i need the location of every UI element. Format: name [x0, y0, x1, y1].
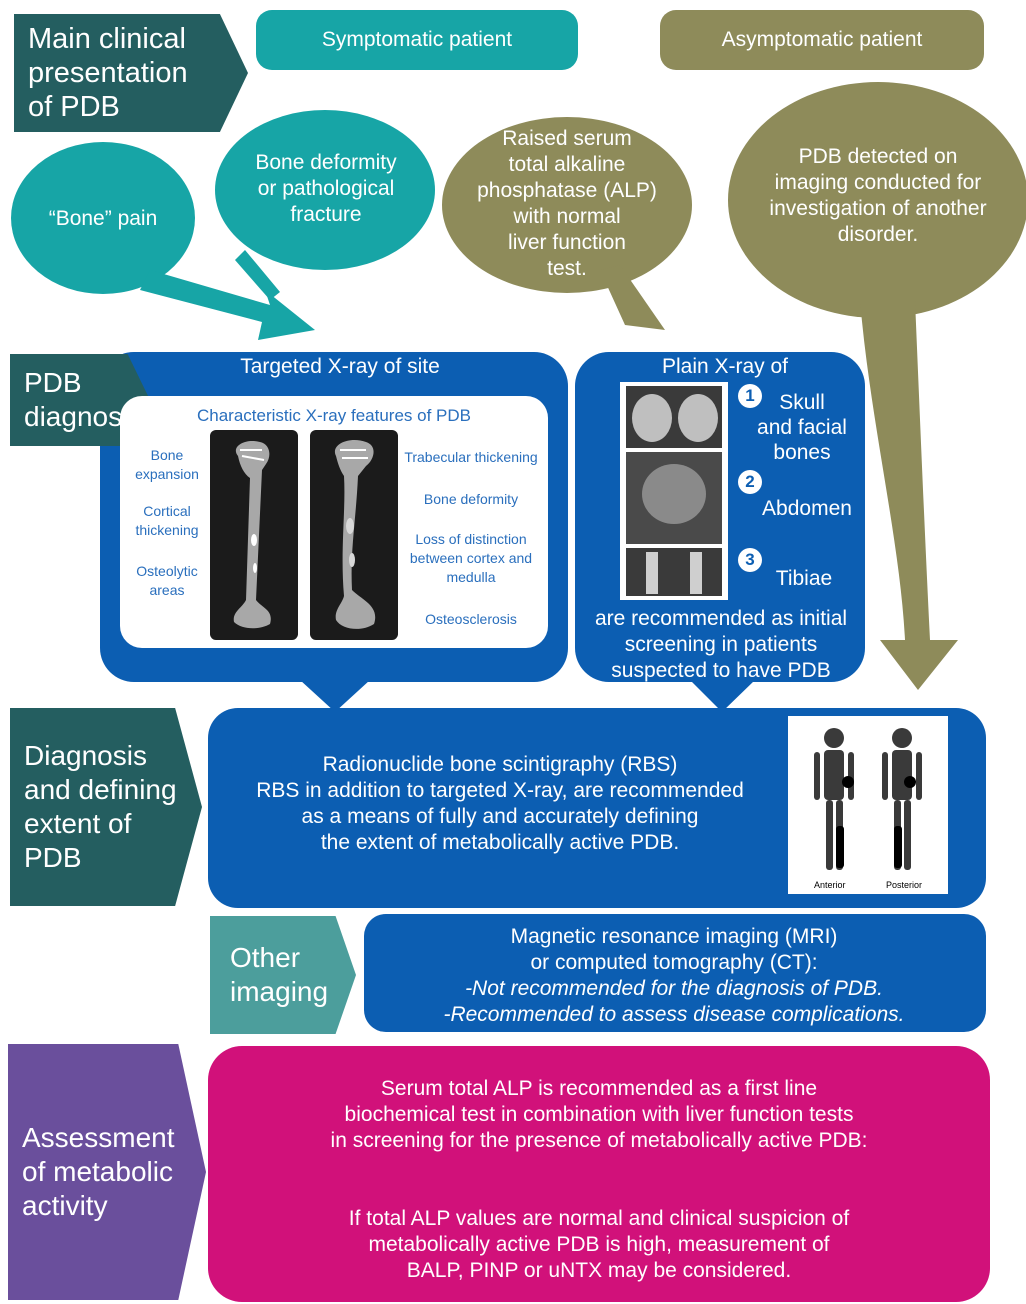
rbs-text: Radionuclide bone scintigraphy (RBS) RBS…: [256, 753, 744, 854]
label-bone-expansion: Bone expansion: [135, 447, 199, 482]
asymptomatic-pill: Asymptomatic patient: [660, 10, 984, 70]
presentation-label: Main clinical presentation of PDB: [14, 14, 248, 132]
bone-scan-figures: [814, 728, 922, 870]
site-number-3: 3: [738, 548, 762, 572]
mri-ct-text: Magnetic resonance imaging (MRI) or comp…: [510, 925, 838, 974]
plain-xray-title: Plain X-ray of: [661, 355, 789, 378]
asymptomatic-pill-text: Asymptomatic patient: [721, 28, 923, 51]
bone-scan-image: Anterior Posterior: [788, 716, 948, 894]
label-osteosclerosis: Osteosclerosis: [425, 611, 517, 627]
metabolic-para1: Serum total ALP is recommended as a firs…: [330, 1077, 868, 1152]
scan-label-anterior: Anterior: [814, 880, 846, 890]
plain-xray-footer: are recommended as initial screening in …: [594, 607, 848, 682]
extent-label-text: Diagnosis and defining extent of PDB: [24, 740, 177, 873]
incidental-bubble: [728, 82, 1026, 690]
label-bone-deformity: Bone deformity: [423, 491, 519, 507]
bone-pain-bubble: [11, 142, 195, 294]
alp-bubble: [442, 117, 692, 330]
metabolic-box: [208, 1046, 990, 1302]
incidental-text: PDB detected on imaging conducted for in…: [769, 145, 987, 246]
plain-xray-image: [620, 382, 728, 600]
targeted-xray-title: Targeted X-ray of site: [240, 355, 440, 378]
presentation-label-text: Main clinical presentation of PDB: [28, 23, 188, 123]
deformity-text: Bone deformity or pathological fracture: [255, 151, 397, 226]
mri-ct-box: [364, 914, 986, 1032]
label-cortical-thickening: Cortical thickening: [135, 503, 199, 538]
symptomatic-pill: Symptomatic patient: [256, 10, 578, 70]
site-number-2: 2: [738, 470, 762, 494]
site-abdomen: Abdomen: [762, 497, 852, 520]
femur-image-pdb: [310, 430, 398, 640]
label-trabecular-thickening: Trabecular thickening: [404, 449, 538, 465]
site-number-1: 1: [738, 384, 762, 408]
alp-text: Raised serum total alkaline phosphatase …: [477, 127, 657, 280]
metabolic-para2: If total ALP values are normal and clini…: [348, 1207, 850, 1282]
other-imaging-label: Other imaging: [210, 916, 356, 1034]
metabolic-label-text: Assessment of metabolic activity: [22, 1122, 175, 1221]
site-skull: Skull and facial bones: [757, 391, 847, 464]
bone-pain-text: “Bone” pain: [48, 207, 158, 230]
site-tibiae: Tibiae: [775, 567, 833, 590]
femur-image-normal-vs-pdb: [210, 430, 298, 640]
other-imaging-label-text: Other imaging: [230, 942, 329, 1007]
mri-ct-recommendations: -Not recommended for the diagnosis of PD…: [443, 977, 905, 1026]
deformity-bubble: [215, 110, 435, 270]
symptomatic-arrow: [140, 250, 315, 340]
label-osteolytic-areas: Osteolytic areas: [136, 563, 198, 598]
features-title: Characteristic X-ray features of PDB: [197, 406, 471, 425]
scan-label-posterior: Posterior: [886, 880, 923, 890]
metabolic-label: Assessment of metabolic activity: [8, 1044, 206, 1300]
label-loss-of-distinction: Loss of distinction between cortex and m…: [409, 531, 533, 585]
symptomatic-pill-text: Symptomatic patient: [321, 28, 513, 51]
features-panel: Characteristic X-ray features of PDB Bon…: [120, 396, 548, 648]
extent-label: Diagnosis and defining extent of PDB: [10, 708, 202, 906]
